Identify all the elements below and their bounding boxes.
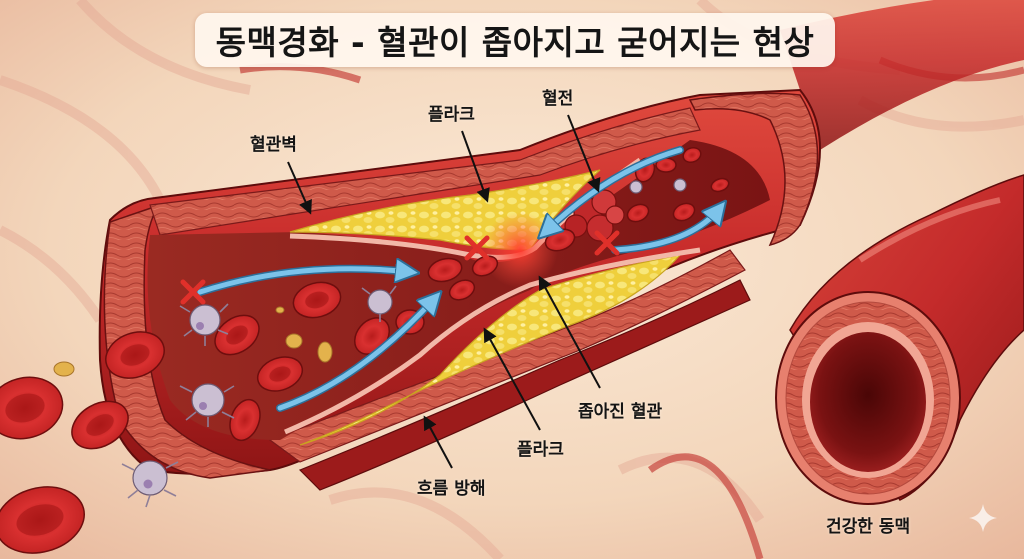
page-title: 동맥경화 - 혈관이 좁아지고 굳어지는 현상 [215, 23, 815, 62]
sparkle-icon [969, 504, 997, 532]
platelets [121, 178, 687, 508]
label-flow-obstruction: 흐름 방해 [417, 479, 486, 499]
label-thrombus: 혈전 [542, 89, 574, 109]
label-vessel-wall: 혈관벽 [250, 135, 297, 155]
lipid-droplets [53, 306, 333, 377]
flow-arrows [196, 146, 720, 412]
label-plaque-bottom: 플라크 [517, 440, 564, 460]
label-healthy-artery: 건강한 동맥 [826, 517, 911, 537]
healthy-artery [775, 174, 1024, 505]
x-mark-icon [180, 230, 620, 305]
red-blood-cells [0, 146, 730, 554]
label-leader-arrows [287, 114, 601, 469]
background-artery-top [780, 0, 1024, 150]
stenosis-glow [482, 212, 558, 288]
title-banner: 동맥경화 - 혈관이 좁아지고 굳어지는 현상 [195, 13, 835, 67]
label-narrowed-vessel: 좁아진 혈관 [578, 402, 663, 422]
label-plaque-top: 플라크 [428, 105, 475, 125]
